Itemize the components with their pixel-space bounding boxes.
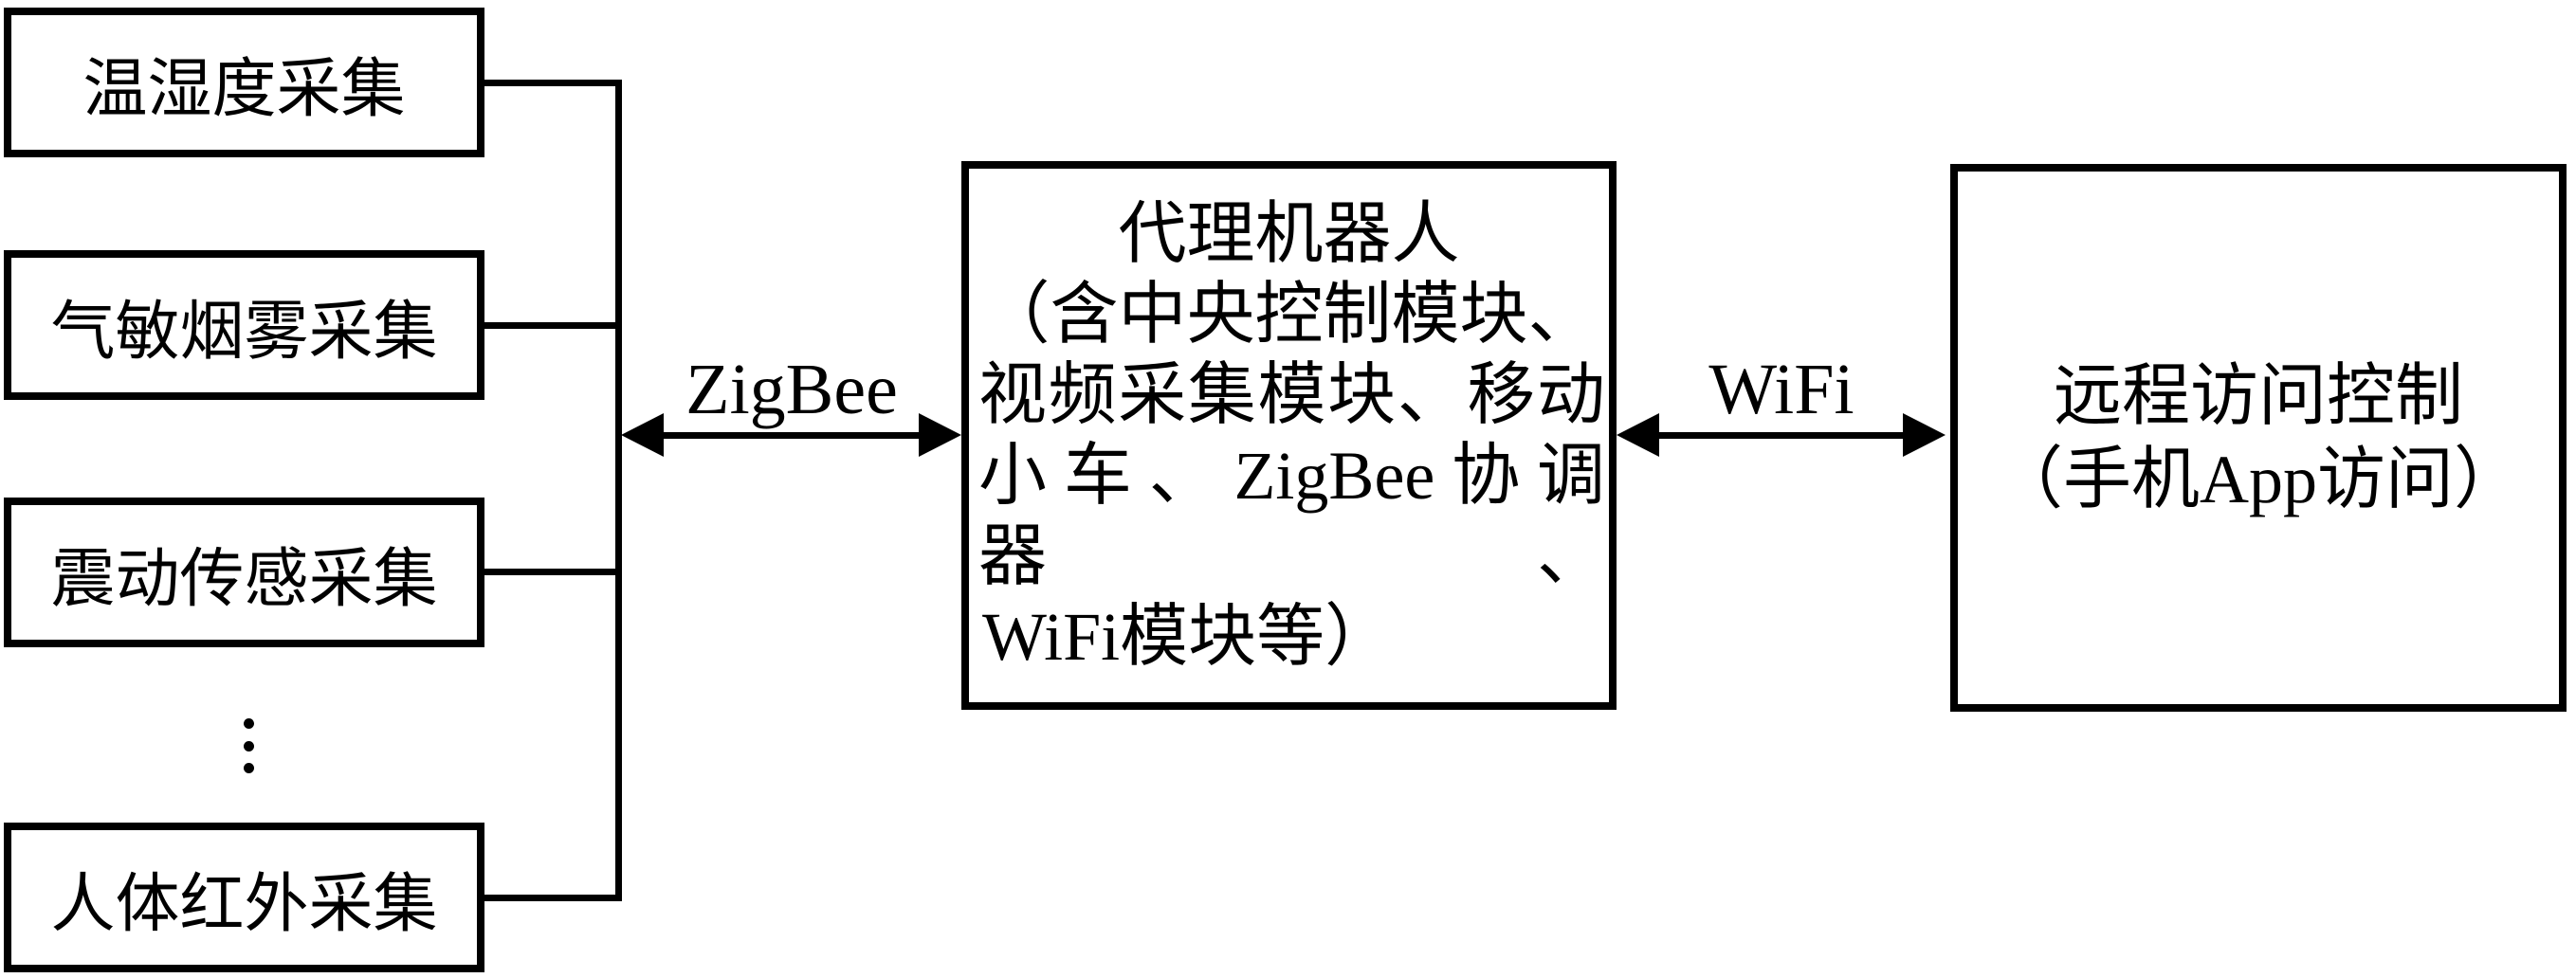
wifi-arrow-line [1652,432,1921,439]
arrowhead-right-icon [1903,413,1946,457]
ellipsis-dot [243,763,254,773]
robot-node-line: 代理机器人 [1118,195,1460,272]
robot-node-line: 视频采集模块、移动 [978,356,1605,433]
robot-node-line: （含中央控制模块、 [981,276,1597,353]
sensor-bus-line [615,80,622,901]
ellipsis-dot [243,740,254,752]
sensor-node-human-infrared: 人体红外采集 [4,823,484,972]
arrowhead-right-icon [919,413,961,457]
wifi-link-label: WiFi [1708,350,1854,429]
connector-line-sensor2 [479,322,622,329]
connector-line-sensor4 [479,895,622,901]
sensor-node-label: 气敏烟雾采集 [50,295,438,368]
zigbee-arrow-line [641,432,937,439]
sensor-node-gas-smoke: 气敏烟雾采集 [4,250,484,400]
vertical-ellipsis-icon [226,718,271,773]
sensor-node-temperature-humidity: 温湿度采集 [4,8,484,157]
remote-access-line: 远程访问控制 [2053,358,2463,434]
robot-node-line: WiFi模块等） [982,598,1394,675]
sensor-node-label: 人体红外采集 [50,867,438,940]
arrowhead-left-icon [1617,413,1659,457]
connector-line-sensor1 [479,80,622,86]
robot-node-line: 小车、ZigBee协调器、 [978,437,1605,594]
arrowhead-left-icon [621,413,664,457]
robot-node: 代理机器人 （含中央控制模块、 视频采集模块、移动 小车、ZigBee协调器、 … [961,161,1617,710]
zigbee-link-label: ZigBee [685,350,898,429]
sensor-node-label: 震动传感采集 [50,542,438,615]
remote-access-node: 远程访问控制 （手机App访问） [1950,164,2567,712]
ellipsis-dot [243,718,254,729]
sensor-node-vibration: 震动传感采集 [4,498,484,647]
connector-line-sensor3 [479,569,622,575]
sensor-node-label: 温湿度采集 [82,52,406,125]
remote-access-line: （手机App访问） [1995,442,2522,517]
